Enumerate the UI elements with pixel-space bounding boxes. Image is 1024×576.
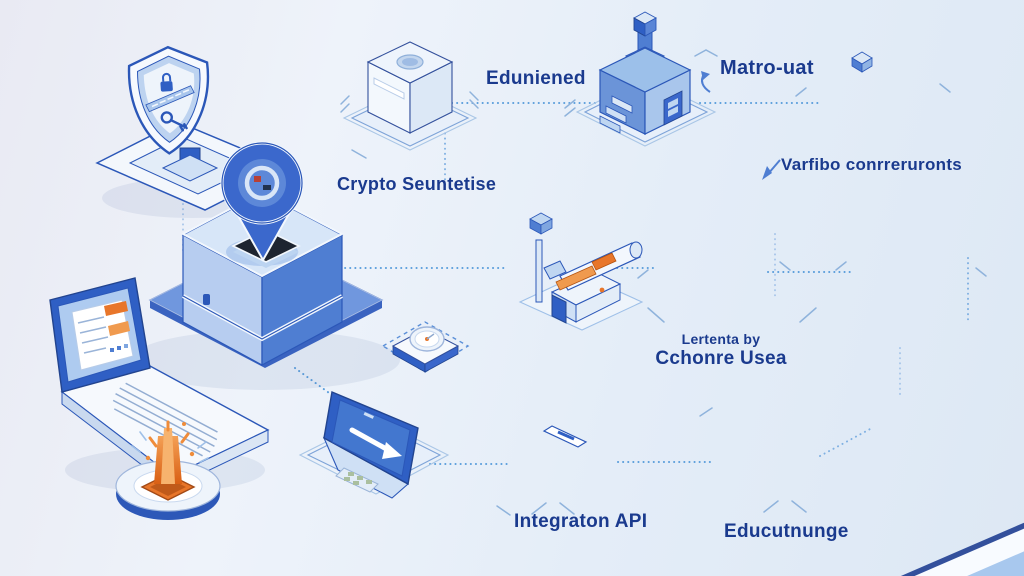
label-eduniened: Eduniened (486, 68, 586, 89)
label-lertenta-cchonre: Lertenta by Cchonre Usea (615, 331, 827, 370)
gauge-tile-icon (381, 321, 470, 373)
storage-cube-icon (342, 41, 478, 151)
decorative-ticks (340, 49, 987, 516)
label-lertenta-line1: Lertenta by (681, 331, 761, 347)
server-tower-icon (851, 51, 873, 73)
label-lertenta-line2: Cchonre Usea (655, 348, 787, 370)
label-educutnunge: Educutnunge (724, 521, 849, 542)
robotic-arm-icon (518, 212, 644, 331)
label-matro-uat: Matro-uat (720, 57, 814, 79)
label-varfibo-conrreruronts: Varfibo conrreruronts (781, 155, 963, 174)
fabricator-machine-icon (575, 11, 717, 147)
arrow-terminal-icon (298, 391, 450, 499)
label-integraton-api: Integraton API (514, 511, 648, 532)
server-cabinet-icon (542, 425, 1024, 576)
location-pin-icon (220, 141, 304, 263)
label-crypto-seuntetise: Crypto Seuntetise (337, 174, 497, 194)
small-arrows (701, 71, 781, 180)
laptop-document-icon (49, 277, 270, 492)
data-burst-icon (115, 420, 221, 520)
